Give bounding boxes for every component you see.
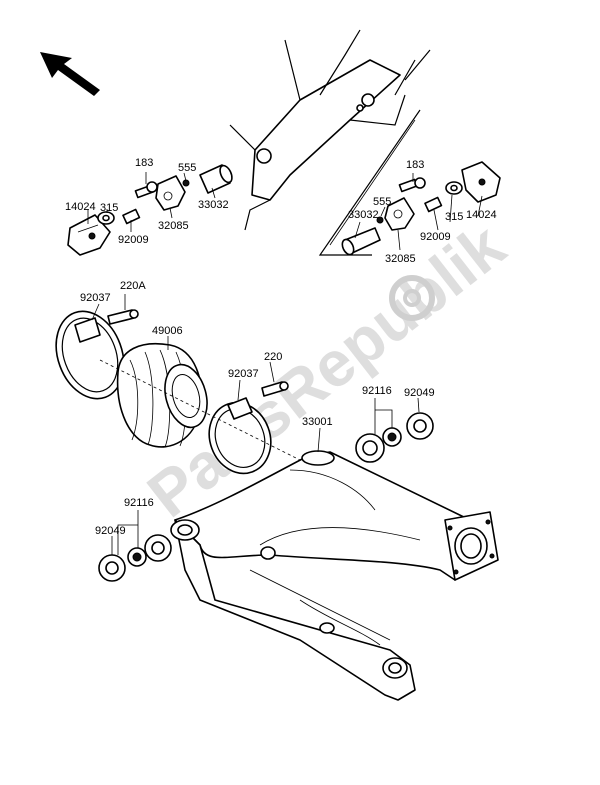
boot-assembly xyxy=(55,309,301,475)
label-183-left: 183 xyxy=(135,157,153,169)
label-92037-left: 92037 xyxy=(80,292,111,304)
label-92037-right: 92037 xyxy=(228,368,259,380)
leader-lines xyxy=(87,172,483,555)
label-555-right: 555 xyxy=(373,196,391,208)
label-32085-right: 32085 xyxy=(385,253,416,265)
label-183-right: 183 xyxy=(406,159,424,171)
label-33032-left: 33032 xyxy=(198,199,229,211)
label-33001: 33001 xyxy=(302,416,333,428)
direction-arrow-icon xyxy=(40,52,100,96)
left-bearing-parts xyxy=(98,534,172,582)
swing-arm xyxy=(170,450,499,701)
label-315-right: 315 xyxy=(445,211,463,223)
label-92049-right: 92049 xyxy=(404,387,435,399)
part-labels: 183 555 14024 315 92009 32085 33032 183 … xyxy=(65,157,497,537)
label-315-left: 315 xyxy=(100,202,118,214)
label-14024-left: 14024 xyxy=(65,201,96,213)
label-92009-right: 92009 xyxy=(420,231,451,243)
label-33032-right: 33032 xyxy=(348,209,379,221)
label-14024-right: 14024 xyxy=(466,209,497,221)
right-bearing-parts xyxy=(355,412,434,463)
label-220: 220 xyxy=(264,351,282,363)
frame-section xyxy=(229,29,431,256)
label-92009-left: 92009 xyxy=(118,234,149,246)
gear-icon xyxy=(389,275,435,321)
label-49006: 49006 xyxy=(152,325,183,337)
label-92116-right: 92116 xyxy=(362,385,392,397)
right-pivot-parts xyxy=(341,161,501,256)
label-32085-left: 32085 xyxy=(158,220,189,232)
label-92116-left: 92116 xyxy=(124,497,154,509)
label-92049-left: 92049 xyxy=(95,525,126,537)
left-pivot-parts xyxy=(67,164,233,256)
label-555-left: 555 xyxy=(178,162,196,174)
label-220a: 220A xyxy=(120,280,146,292)
